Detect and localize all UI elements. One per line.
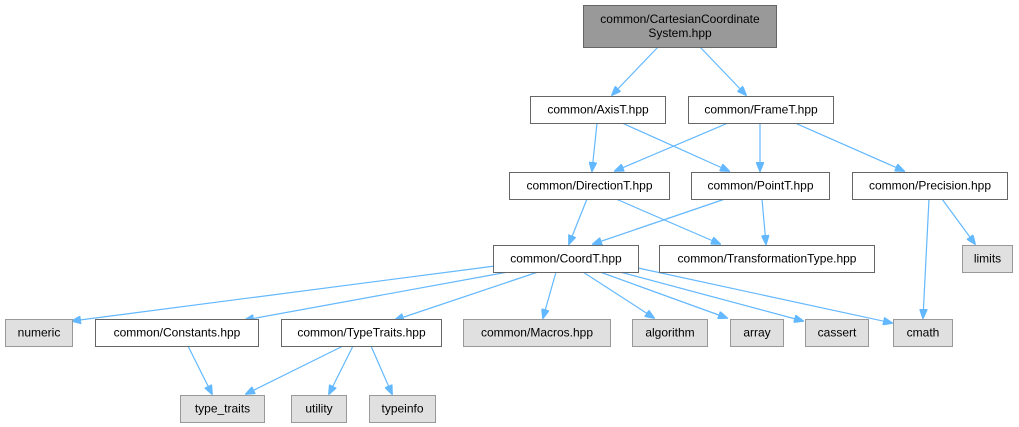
- node-label-pointt: common/PointT.hpp: [707, 179, 813, 193]
- edge-coordt-to-array: [599, 271, 727, 318]
- edge-cartesian-to-axist: [612, 46, 659, 95]
- node-label-constants: common/Constants.hpp: [114, 326, 241, 340]
- edge-framet-to-directiont: [615, 122, 729, 171]
- node-label-macros: common/Macros.hpp: [481, 326, 593, 340]
- node-cassert: cassert: [805, 319, 869, 347]
- node-box-pointt: [691, 172, 830, 200]
- edge-precision-to-cmath: [923, 198, 930, 318]
- edge-coordt-to-numeric: [72, 265, 496, 321]
- node-box-framet: [688, 96, 834, 124]
- node-box-cassert: [805, 319, 869, 347]
- node-type_traits: type_traits: [180, 395, 265, 423]
- node-label-directiont: common/DirectionT.hpp: [526, 179, 652, 193]
- node-macros: common/Macros.hpp: [463, 319, 611, 347]
- node-label-typeinfo: typeinfo: [381, 402, 423, 416]
- node-box-type_traits: [180, 395, 265, 423]
- node-label-transformationtype: common/TransformationType.hpp: [678, 252, 857, 266]
- edge-constants-to-type_traits: [187, 345, 212, 394]
- edge-typetraits-to-typeinfo: [370, 345, 392, 394]
- node-transformationtype[interactable]: common/TransformationType.hpp: [659, 245, 875, 273]
- edge-axist-to-pointt: [621, 122, 729, 171]
- edge-coordt-to-cassert: [619, 271, 803, 321]
- edge-typetraits-to-type_traits: [246, 345, 344, 394]
- node-box-cmath: [893, 319, 953, 347]
- node-label-cartesian-line-1: common/CartesianCoordinate: [600, 12, 760, 26]
- node-label-cassert: cassert: [818, 326, 857, 340]
- edge-typetraits-to-utility: [329, 345, 354, 394]
- node-constants[interactable]: common/Constants.hpp: [95, 319, 259, 347]
- node-box-precision: [852, 172, 1008, 200]
- node-box-array: [730, 319, 784, 347]
- edge-cartesian-to-framet: [699, 46, 746, 95]
- edge-coordt-to-cmath: [637, 267, 892, 323]
- node-label-cartesian-line-2: System.hpp: [648, 26, 712, 40]
- edge-framet-to-precision: [794, 122, 904, 171]
- node-directiont[interactable]: common/DirectionT.hpp: [509, 172, 670, 200]
- edge-pointt-to-coordt: [593, 198, 726, 244]
- node-numeric: numeric: [5, 319, 73, 347]
- edge-coordt-to-constants: [245, 271, 509, 320]
- node-label-typetraits: common/TypeTraits.hpp: [297, 326, 426, 340]
- node-label-numeric: numeric: [18, 326, 61, 340]
- node-label-limits: limits: [974, 252, 1001, 266]
- edges-layer: [72, 46, 975, 394]
- node-array: array: [730, 319, 784, 347]
- node-box-typeinfo: [369, 395, 436, 423]
- node-label-precision: common/Precision.hpp: [869, 179, 991, 193]
- node-label-axist: common/AxisT.hpp: [547, 103, 649, 117]
- node-box-axist: [530, 96, 666, 124]
- node-box-constants: [95, 319, 259, 347]
- edge-directiont-to-transformationtype: [615, 198, 720, 244]
- node-framet[interactable]: common/FrameT.hpp: [688, 96, 834, 124]
- node-label-cmath: cmath: [907, 326, 940, 340]
- node-label-array: array: [743, 326, 770, 340]
- node-box-utility: [291, 395, 347, 423]
- edge-pointt-to-transformationtype: [762, 198, 766, 244]
- edge-coordt-to-macros: [543, 271, 557, 318]
- node-limits: limits: [962, 245, 1013, 273]
- node-box-transformationtype: [659, 245, 875, 273]
- edge-axist-to-directiont: [592, 122, 598, 171]
- node-label-algorithm: algorithm: [645, 326, 694, 340]
- node-box-macros: [463, 319, 611, 347]
- node-utility: utility: [291, 395, 347, 423]
- node-coordt[interactable]: common/CoordT.hpp: [493, 245, 639, 273]
- node-box-limits: [962, 245, 1013, 273]
- node-label-utility: utility: [305, 402, 332, 416]
- edge-coordt-to-typetraits: [395, 271, 539, 320]
- node-box-coordt: [493, 245, 639, 273]
- edge-precision-to-limits: [941, 198, 975, 244]
- node-box-algorithm: [632, 319, 708, 347]
- node-box-typetraits: [281, 319, 442, 347]
- node-box-directiont: [509, 172, 670, 200]
- node-box-cartesian: [583, 5, 777, 48]
- node-typeinfo: typeinfo: [369, 395, 436, 423]
- edge-directiont-to-coordt: [569, 198, 588, 244]
- node-box-numeric: [5, 319, 73, 347]
- node-precision[interactable]: common/Precision.hpp: [852, 172, 1008, 200]
- node-cmath: cmath: [893, 319, 953, 347]
- nodes-layer: common/CartesianCoordinateSystem.hppcomm…: [5, 5, 1013, 423]
- node-label-type_traits: type_traits: [195, 402, 250, 416]
- node-typetraits[interactable]: common/TypeTraits.hpp: [281, 319, 442, 347]
- node-axist[interactable]: common/AxisT.hpp: [530, 96, 666, 124]
- edge-coordt-to-algorithm: [582, 271, 654, 318]
- node-label-framet: common/FrameT.hpp: [704, 103, 818, 117]
- node-label-coordt: common/CoordT.hpp: [510, 252, 622, 266]
- node-pointt[interactable]: common/PointT.hpp: [691, 172, 830, 200]
- node-algorithm: algorithm: [632, 319, 708, 347]
